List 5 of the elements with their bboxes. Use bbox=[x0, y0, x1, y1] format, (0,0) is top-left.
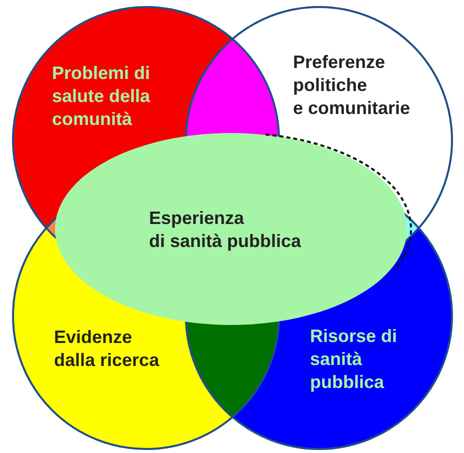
region-label: Problemi di salute della comunità bbox=[52, 62, 150, 131]
region-label: Preferenze politiche e comunitarie bbox=[293, 51, 410, 120]
region-label: Evidenze dalla ricerca bbox=[54, 326, 160, 372]
region-label: Risorse di sanità pubblica bbox=[310, 325, 398, 394]
region-label: Esperienza di sanità pubblica bbox=[149, 207, 302, 253]
